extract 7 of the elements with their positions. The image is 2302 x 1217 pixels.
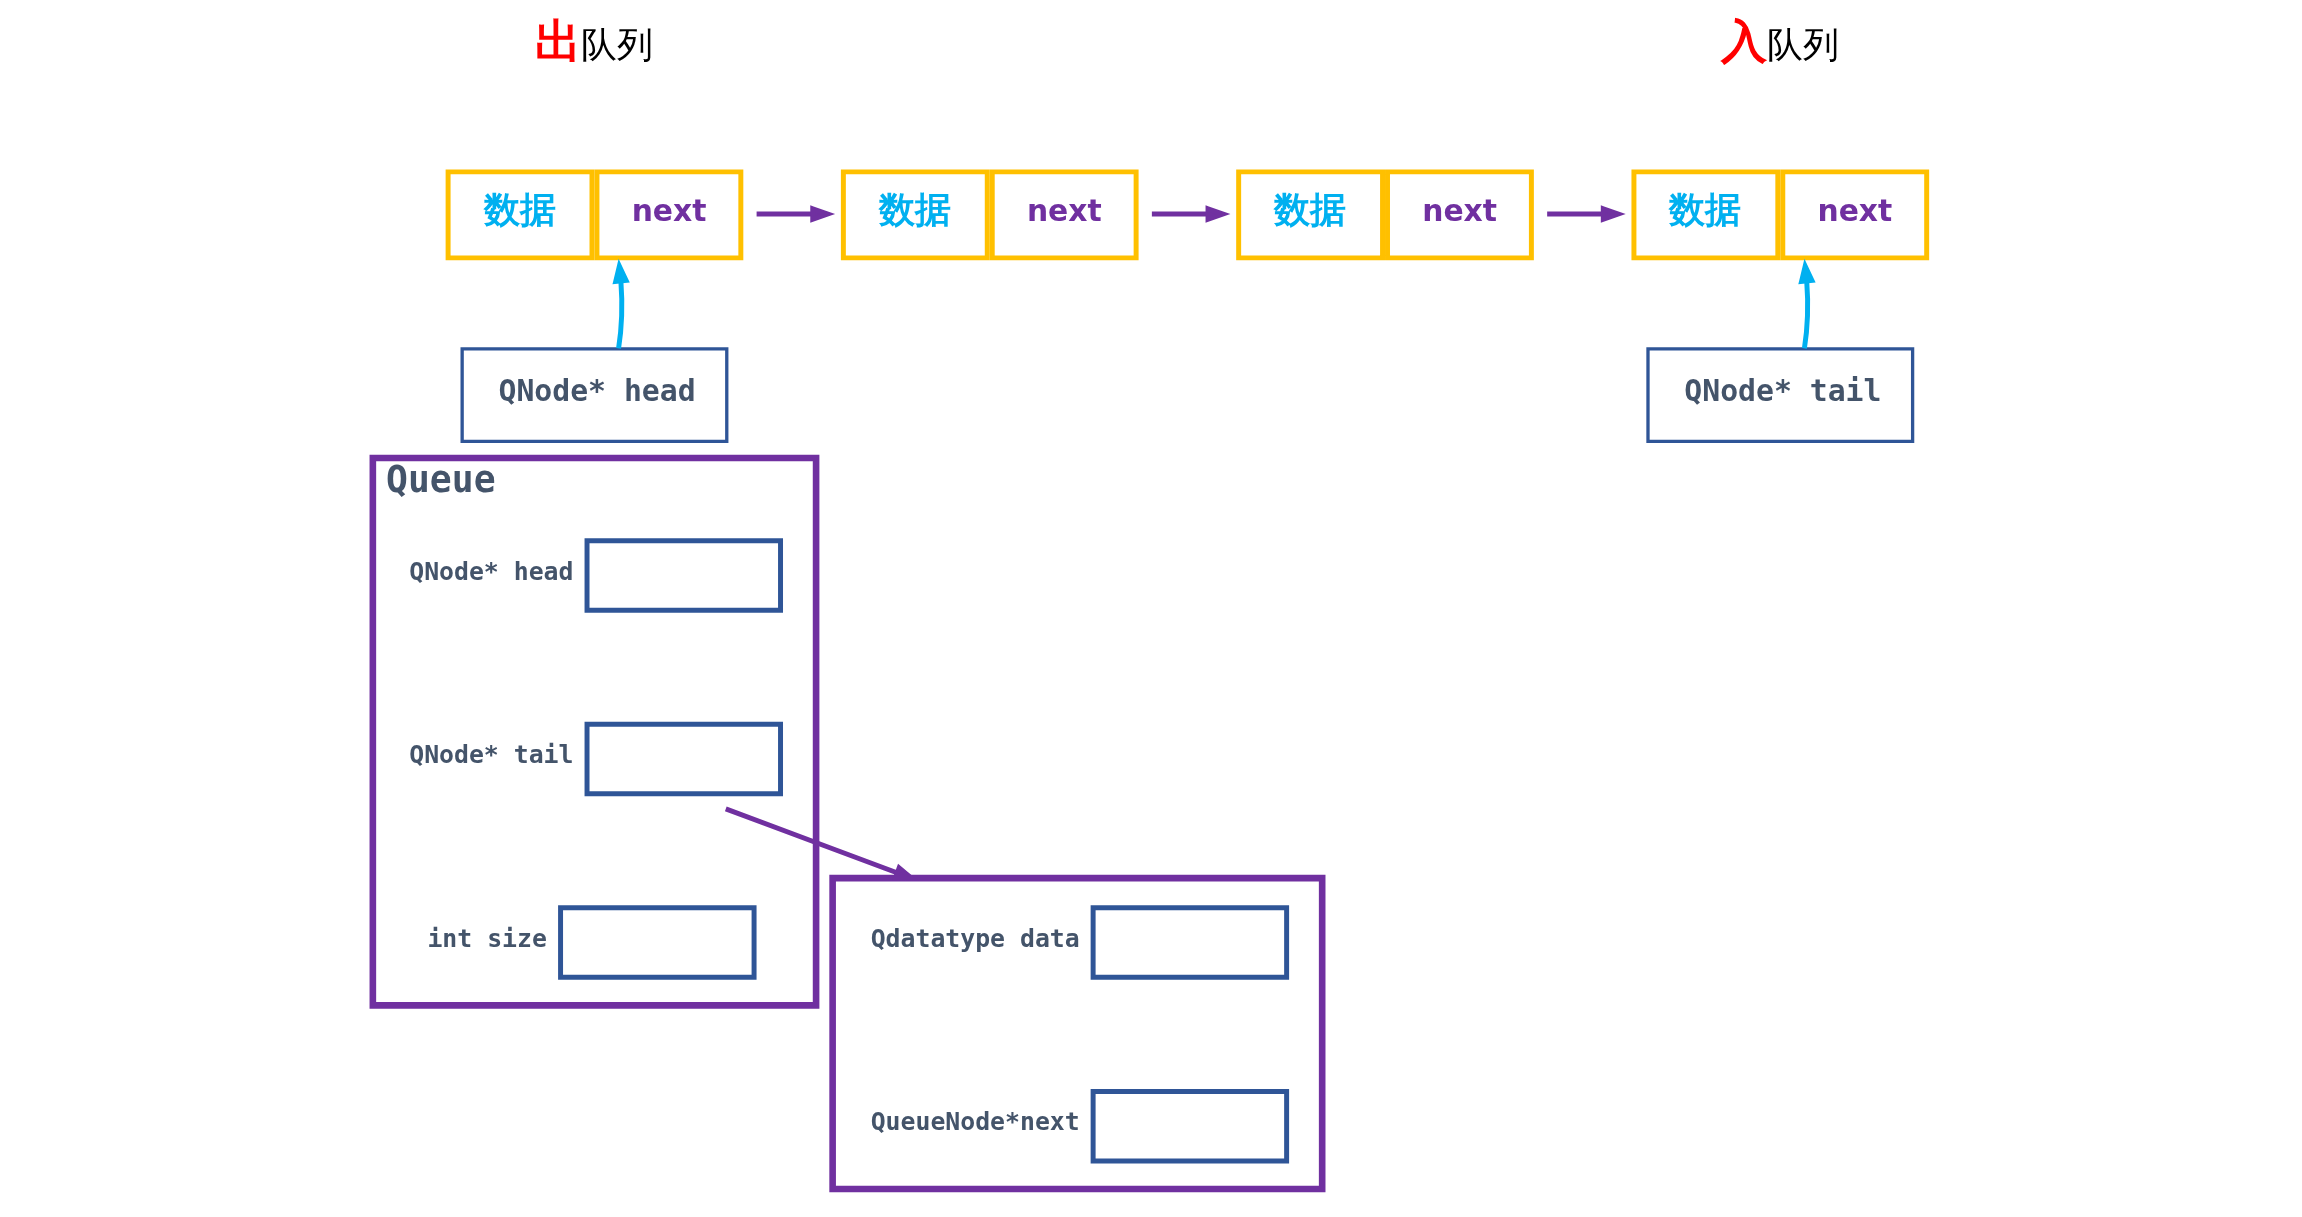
node-label: QNode* head bbox=[409, 556, 574, 586]
node-label: Qdatatype data bbox=[870, 923, 1080, 953]
label: 出队列 bbox=[534, 13, 654, 68]
node-label: QueueNode*next bbox=[870, 1107, 1080, 1137]
node-label: QNode* tail bbox=[409, 740, 574, 770]
node-label: int size bbox=[427, 923, 547, 953]
label: 入队列 bbox=[1720, 13, 1840, 68]
